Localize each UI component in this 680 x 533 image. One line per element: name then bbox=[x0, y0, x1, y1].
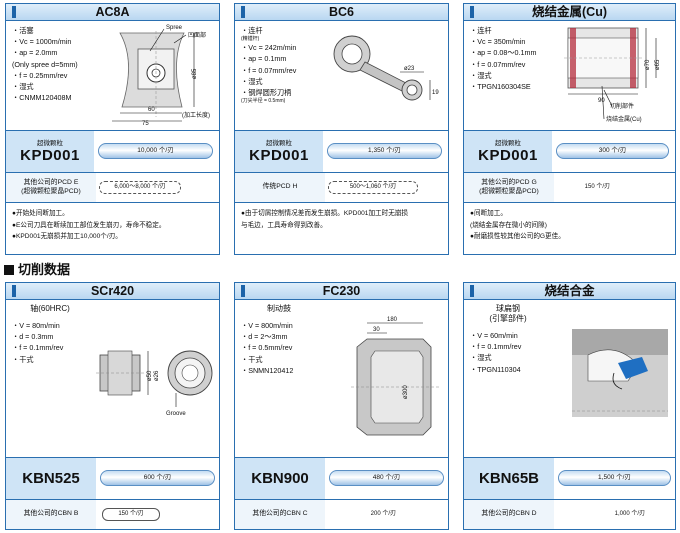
competitor-label: 其他公司的CBN B bbox=[6, 500, 96, 529]
competitor-life-bar: 150 个/刃 bbox=[102, 508, 160, 521]
label-spree: Spree bbox=[166, 25, 183, 31]
case-panel-bc6: BC6 ・连杆 (精镗杆) ・Vc = 242m/min ・ap = 0.1mm… bbox=[234, 3, 449, 255]
competitor-label: 其他公司的CBN C bbox=[235, 500, 325, 529]
competitor-label: 其他公司的PCD E(超微颗粒聚晶PCD) bbox=[6, 173, 96, 202]
case-panel-sintered-alloy: 烧结合金 球扁钢 (引擎部件) ・V = 60m/min ・f = 0.1mm/… bbox=[463, 282, 676, 530]
competitor-label: 其他公司的CBN D bbox=[464, 500, 554, 529]
panel-title: 烧结金属(Cu) bbox=[464, 4, 675, 21]
label-180: 180 bbox=[387, 317, 398, 323]
competitor-label: 传统PCD H bbox=[235, 173, 325, 202]
panel-title: 烧结合金 bbox=[464, 283, 675, 300]
competitor-row: 其他公司的PCD G(超微颗粒聚晶PCD) 150 个/刃 bbox=[464, 173, 675, 203]
kbn-life-bar: 600 个/刃 bbox=[100, 470, 215, 486]
kpd-row: 超微颗粒 KPD001 1,350 个/刃 bbox=[235, 130, 448, 173]
label-cut-part: 切削部件 bbox=[610, 102, 634, 110]
competitor-row: 其他公司的PCD E(超微颗粒聚晶PCD) 6,000～8,000 个/刃 bbox=[6, 173, 219, 203]
label-19: 19 bbox=[432, 90, 439, 96]
kpd-row: 超微颗粒 KPD001 300 个/刃 bbox=[464, 130, 675, 173]
panel-title: BC6 bbox=[235, 4, 448, 21]
brake-drum-diagram: 180 30 ø300 bbox=[351, 317, 439, 436]
result-notes: ●间断加工。 (烧结金属存在微小的间隙) ●耐磨损性较其他公司的G更佳。 bbox=[470, 210, 565, 240]
panel-title: FC230 bbox=[235, 283, 448, 300]
cutting-conditions: ・V = 80m/min ・d = 0.3mm ・f = 0.1mm/rev ・… bbox=[12, 321, 64, 364]
kpd-life-bar: 10,000 个/刃 bbox=[98, 143, 213, 159]
cutting-conditions: ・连杆 (精镗杆) ・Vc = 242m/min ・ap = 0.1mm ・f … bbox=[241, 26, 297, 105]
label-length: (加工长度) bbox=[182, 111, 210, 119]
kbn-grade: KBN65B bbox=[464, 458, 554, 499]
competitor-row: 传统PCD H 500～1,060 个/刃 bbox=[235, 173, 448, 203]
result-notes: ●由于切屑控制情况差而发生崩损。KPD001加工时无崩损 与毛边，工具寿命得到改… bbox=[241, 210, 409, 229]
competitor-life-bar: 6,000～8,000 个/刃 bbox=[99, 181, 181, 194]
case-panel-ac8a: AC8A ・活塞 ・Vc = 1000m/min ・ap = 2.0mm (On… bbox=[5, 3, 220, 255]
kbn-row: KBN65B 1,500 个/刃 bbox=[464, 457, 675, 500]
label-75: 75 bbox=[142, 121, 149, 127]
competitor-life-bar: 200 个/刃 bbox=[331, 508, 401, 521]
ball-seat-diagram bbox=[572, 329, 668, 417]
label-d23: ø23 bbox=[404, 66, 415, 72]
kbn-grade: KBN525 bbox=[6, 458, 96, 499]
case-panel-fc230: FC230 制动鼓 ・V = 800m/min ・d = 2～3mm ・f = … bbox=[234, 282, 449, 530]
cutting-conditions: ・连杆 ・Vc = 350m/min ・ap = 0.08～0.1mm ・f =… bbox=[470, 26, 537, 92]
sintered-part-diagram: ø70 ø65 90 切削部件 烧结金属(Cu) bbox=[564, 27, 661, 123]
connecting-rod-diagram: ø23 19 bbox=[333, 35, 439, 101]
label-90: 90 bbox=[598, 98, 605, 104]
workpiece-label: 制动鼓 bbox=[267, 304, 291, 313]
result-notes: ●开始处间断加工。 ●E公司刀具在断续加工部位发生崩刃，寿命不稳定。 ●KPD0… bbox=[12, 210, 166, 240]
case-panel-scr420: SCr420 轴(60HRC) ・V = 80m/min ・d = 0.3mm … bbox=[5, 282, 220, 530]
label-d300: ø300 bbox=[403, 385, 409, 399]
workpiece-label: 轴(60HRC) bbox=[30, 304, 70, 313]
label-d70: ø70 bbox=[645, 59, 651, 70]
cutting-conditions: ・活塞 ・Vc = 1000m/min ・ap = 2.0mm (Only sp… bbox=[12, 26, 78, 103]
piston-diagram: Spree 凹面部 ø85 60 75 (加工长度) bbox=[112, 25, 210, 127]
competitor-row: 其他公司的CBN C 200 个/刃 bbox=[235, 500, 448, 530]
competitor-label: 其他公司的PCD G(超微颗粒聚晶PCD) bbox=[464, 173, 554, 202]
panel-title: AC8A bbox=[6, 4, 219, 21]
kpd-grade: 超微颗粒 KPD001 bbox=[6, 131, 94, 172]
competitor-life-bar: 150 个/刃 bbox=[557, 181, 615, 194]
label-d85: ø85 bbox=[192, 68, 198, 79]
label-groove: Groove bbox=[166, 411, 186, 417]
kpd-life-bar: 1,350 个/刃 bbox=[327, 143, 442, 159]
kpd-grade: 超微颗粒 KPD001 bbox=[235, 131, 323, 172]
panel-title: SCr420 bbox=[6, 283, 219, 300]
kbn-life-bar: 480 个/刃 bbox=[329, 470, 444, 486]
label-d26: ø26 bbox=[154, 370, 160, 381]
cutting-conditions: ・V = 60m/min ・f = 0.1mm/rev ・湿式 ・TPGN110… bbox=[470, 331, 522, 374]
label-d65: ø65 bbox=[655, 59, 661, 70]
kbn-row: KBN525 600 个/刃 bbox=[6, 457, 219, 500]
competitor-life-bar: 500～1,060 个/刃 bbox=[328, 181, 418, 194]
kpd-grade: 超微颗粒 KPD001 bbox=[464, 131, 552, 172]
competitor-row: 其他公司的CBN D 1,000 个/刃 bbox=[464, 500, 675, 530]
label-30: 30 bbox=[373, 327, 380, 333]
kbn-life-bar: 1,500 个/刃 bbox=[558, 470, 671, 486]
label-d50: ø50 bbox=[147, 370, 153, 381]
shaft-diagram: ø50 ø26 Groove bbox=[96, 350, 213, 417]
label-60: 60 bbox=[148, 107, 155, 113]
kpd-row: 超微颗粒 KPD001 10,000 个/刃 bbox=[6, 130, 219, 173]
competitor-row: 其他公司的CBN B 150 个/刃 bbox=[6, 500, 219, 530]
kbn-grade: KBN900 bbox=[235, 458, 325, 499]
square-bullet-icon bbox=[4, 265, 14, 275]
section-heading: 切削数据 bbox=[4, 259, 70, 278]
kpd-life-bar: 300 个/刃 bbox=[556, 143, 669, 159]
cutting-conditions: ・V = 800m/min ・d = 2～3mm ・f = 0.5mm/rev … bbox=[241, 321, 294, 375]
workpiece-label: 球扁钢 (引擎部件) bbox=[489, 304, 527, 323]
kbn-row: KBN900 480 个/刃 bbox=[235, 457, 448, 500]
case-panel-sintered-cu: 烧结金属(Cu) ・连杆 ・Vc = 350m/min ・ap = 0.08～0… bbox=[463, 3, 676, 255]
label-concave: 凹面部 bbox=[188, 31, 206, 39]
label-material: 烧结金属(Cu) bbox=[606, 115, 642, 123]
competitor-life-bar: 1,000 个/刃 bbox=[560, 508, 650, 521]
